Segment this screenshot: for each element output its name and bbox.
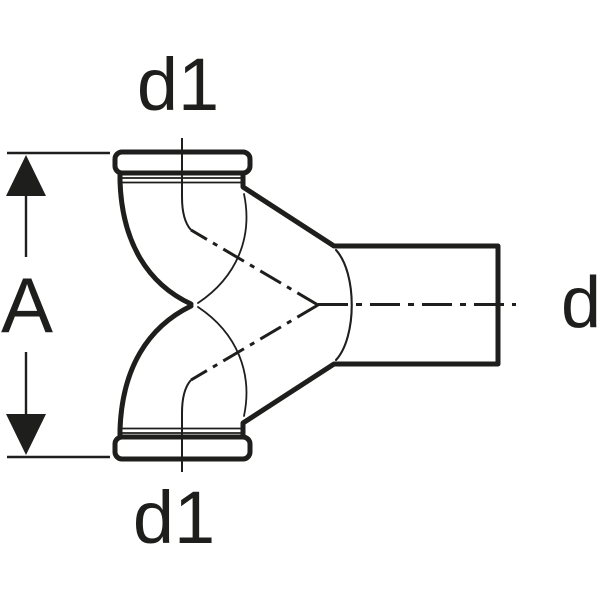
top-socket-centerline: [181, 138, 192, 231]
label-d1-bottom: d1: [133, 476, 215, 559]
arrow-up-icon: [6, 155, 46, 196]
label-d1-top: d1: [137, 43, 219, 126]
junction-bulge-arc: [334, 248, 353, 362]
bottom-socket-centerline: [181, 379, 192, 472]
label-dimension-a: A: [1, 261, 53, 349]
arrow-down-icon: [6, 414, 46, 455]
centerlines: [181, 138, 516, 472]
label-outlet-d: d: [561, 263, 600, 343]
outer-curve-bottom: [117, 303, 194, 440]
dimension-a: [6, 151, 110, 459]
inner-curve-bottom: [197, 306, 248, 417]
inner-curve-top: [197, 193, 248, 304]
outer-curve-top: [117, 171, 194, 307]
